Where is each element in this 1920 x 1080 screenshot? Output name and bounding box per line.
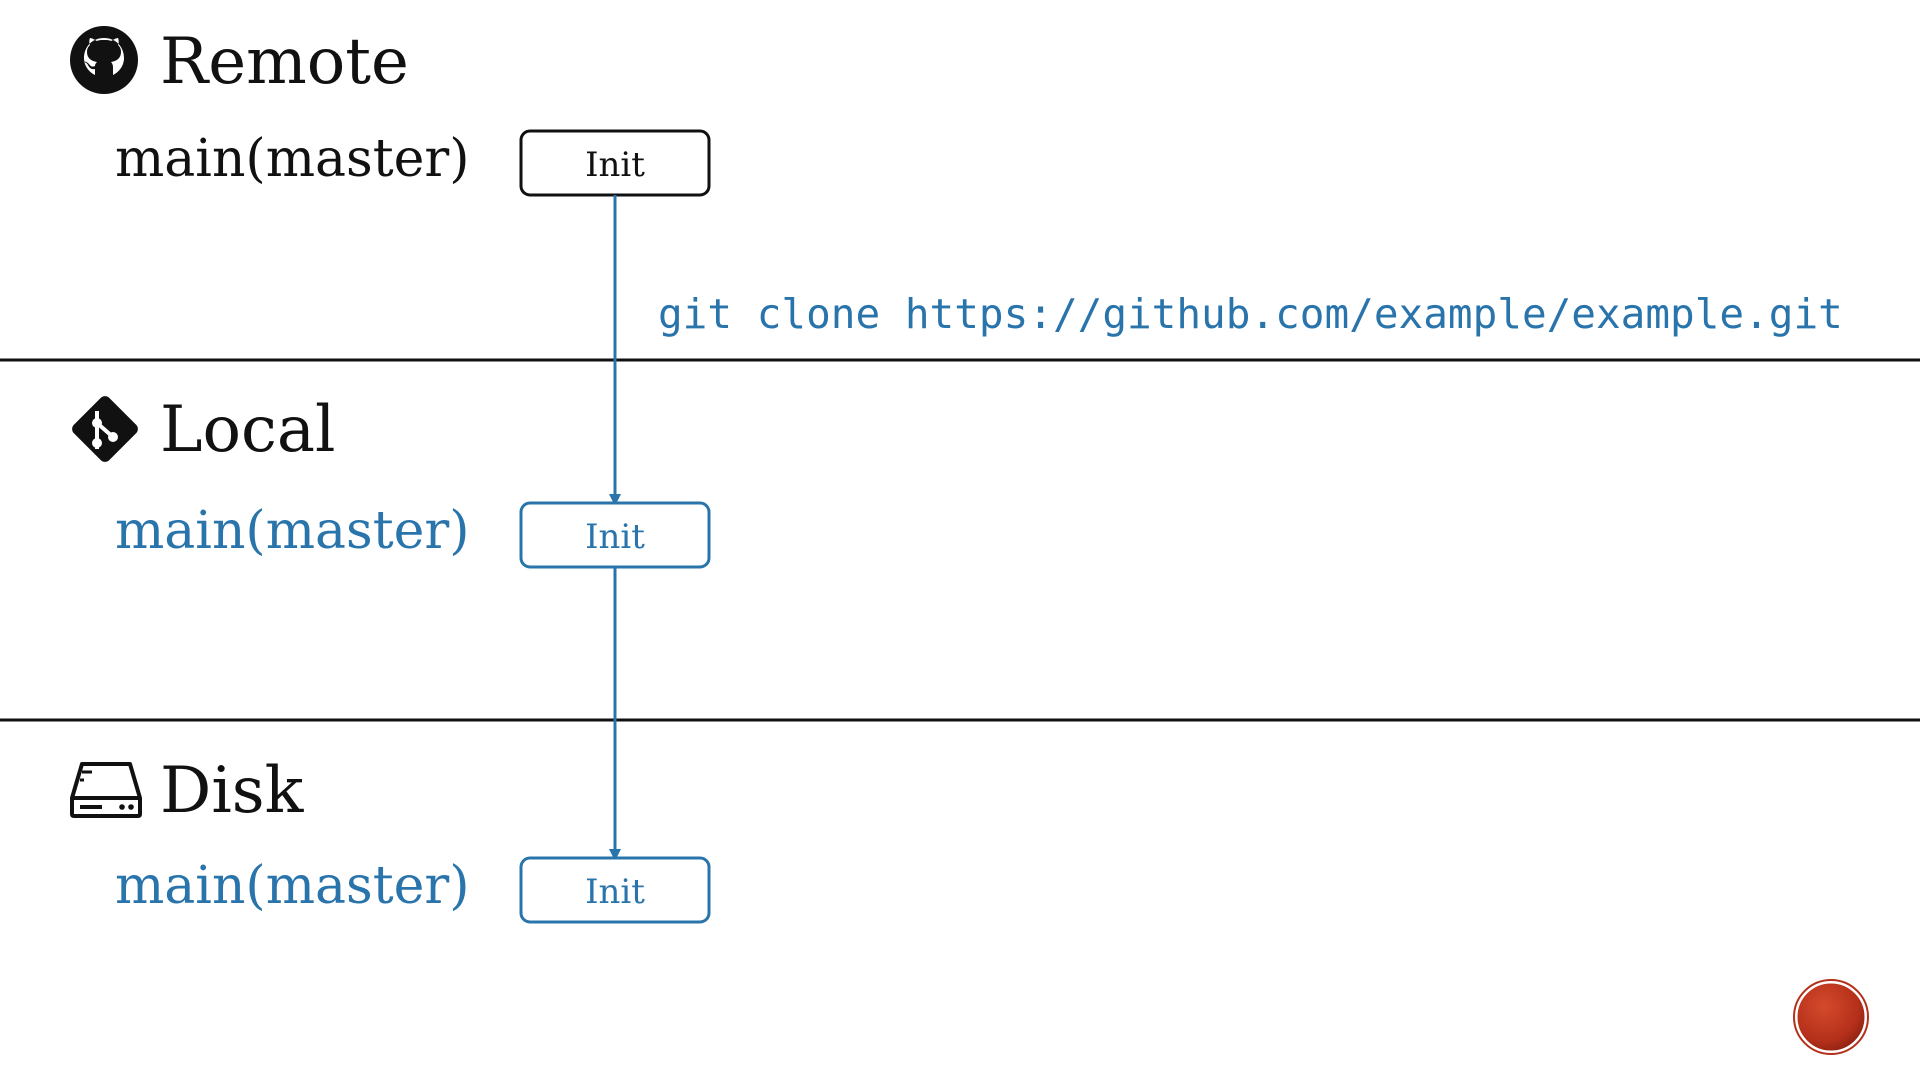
branch-label-remote: main(master) — [115, 129, 470, 189]
commit-label-remote: Init — [585, 145, 645, 185]
commit-label-disk: Init — [585, 872, 645, 912]
git-clone-command: git clone https://github.com/example/exa… — [658, 290, 1843, 338]
section-remote: Remote main(master) Init — [70, 25, 711, 197]
section-title-remote: Remote — [160, 25, 409, 99]
section-title-disk: Disk — [160, 754, 305, 828]
section-disk: Disk main(master) Init — [70, 754, 711, 924]
red-circle-icon[interactable] — [1793, 979, 1869, 1055]
section-title-local: Local — [160, 393, 336, 467]
hard-drive-icon — [70, 762, 142, 818]
section-local: Local main(master) Init — [72, 393, 711, 569]
commit-box-disk — [519, 856, 711, 924]
git-diamond-icon — [72, 396, 138, 462]
github-icon — [70, 26, 138, 94]
branch-label-local: main(master) — [115, 501, 470, 561]
commit-label-local: Init — [585, 517, 645, 557]
branch-label-disk: main(master) — [115, 856, 470, 916]
